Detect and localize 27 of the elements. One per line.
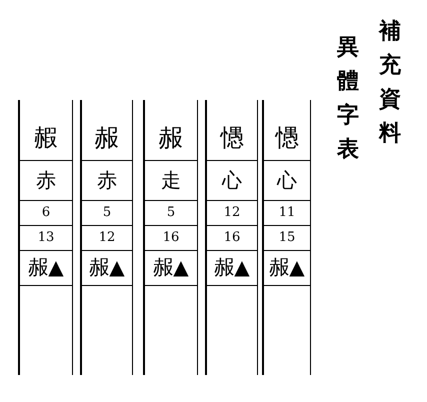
radical: 心 xyxy=(277,166,297,194)
subtitle: 異體字表 xyxy=(336,33,360,164)
stroke-count: 16 xyxy=(162,230,180,245)
radical: 赤 xyxy=(36,166,56,194)
character: 赧▲ xyxy=(153,254,189,281)
character: 赮 xyxy=(34,122,58,154)
character: 赧▲ xyxy=(269,254,305,281)
character: 赧▲ xyxy=(28,254,64,281)
radical: 走 xyxy=(161,166,181,194)
stroke-count: 16 xyxy=(224,230,240,245)
character: 赧 xyxy=(95,122,119,154)
stroke-count: 6 xyxy=(42,205,50,220)
stroke-count: 11 xyxy=(278,205,296,220)
character: 㦙 xyxy=(275,122,299,154)
character: 赧 xyxy=(159,122,183,154)
stroke-count: 13 xyxy=(38,230,54,245)
character: 赧▲ xyxy=(89,254,125,281)
stroke-count: 15 xyxy=(278,230,296,245)
character: 㦙 xyxy=(220,122,244,154)
stroke-count: 5 xyxy=(166,205,176,220)
title: 補充資料 xyxy=(378,17,402,148)
stroke-count: 12 xyxy=(98,230,116,245)
character: 赧▲ xyxy=(214,254,250,281)
radical: 心 xyxy=(222,166,242,194)
stroke-count: 12 xyxy=(224,205,240,220)
stroke-count: 5 xyxy=(102,205,112,220)
radical: 赤 xyxy=(97,166,117,194)
